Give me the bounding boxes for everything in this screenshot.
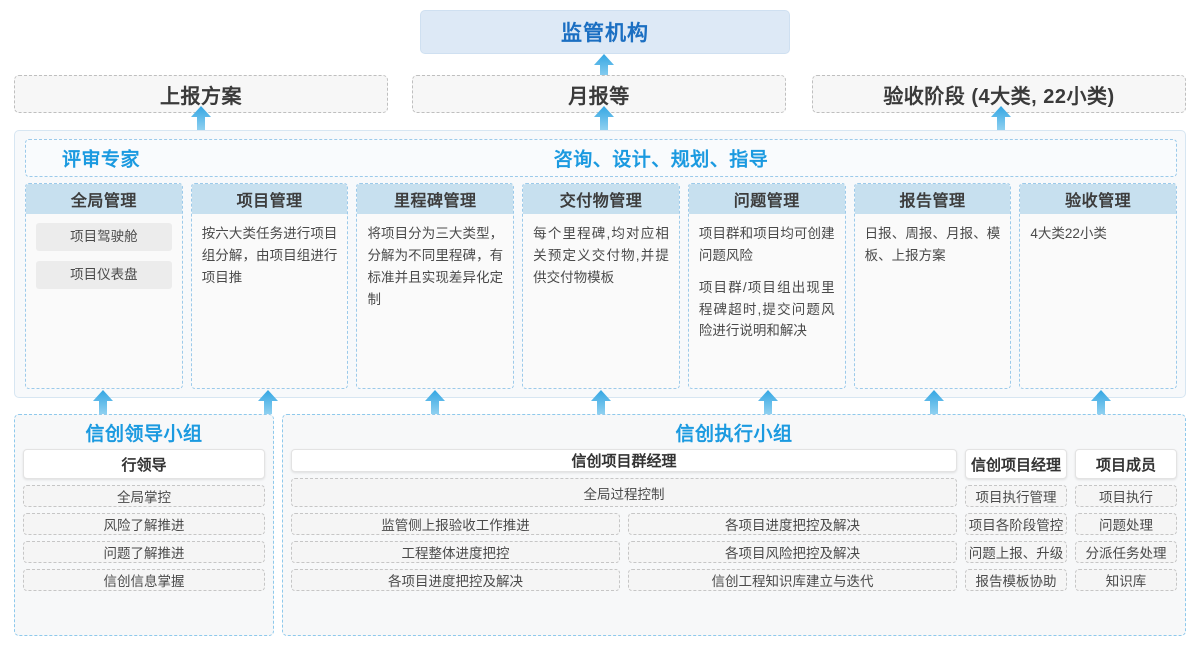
column-paragraph: 将项目分为三大类型，分解为不同里程碑，有标准并且实现差异化定制 [367, 226, 504, 307]
column-paragraph: 4大类22小类 [1030, 226, 1107, 241]
list-item[interactable]: 全局过程控制 [291, 478, 957, 507]
list-item[interactable]: 知识库 [1075, 569, 1177, 591]
lane-program-manager: 信创项目群经理 全局过程控制 监管侧上报验收工作推进 工程整体进度把控 各项目进… [291, 449, 957, 591]
consulting-label: 咨询、设计、规划、指导 [553, 149, 769, 171]
list-item[interactable]: 问题处理 [1075, 513, 1177, 535]
top-box-1-label: 月报等 [568, 85, 630, 108]
arrow-up-icon [257, 390, 279, 414]
lane-columns: 监管侧上报验收工作推进 工程整体进度把控 各项目进度把控及解决 各项目进度把控及… [291, 513, 957, 591]
arrow-up-icon [593, 54, 615, 78]
lane-column-left: 监管侧上报验收工作推进 工程整体进度把控 各项目进度把控及解决 [291, 513, 620, 591]
list-item[interactable]: 报告模板协助 [965, 569, 1067, 591]
column-deliverable-management[interactable]: 交付物管理 每个里程碑,均对应相关预定义交付物,并提供交付物模板 [522, 183, 680, 389]
list-item[interactable]: 全局掌控 [23, 485, 265, 507]
group-executor-title: 信创执行小组 [675, 424, 793, 445]
list-item[interactable]: 分派任务处理 [1075, 541, 1177, 563]
column-title: 全局管理 [26, 184, 182, 214]
column-project-management[interactable]: 项目管理 按六大类任务进行项目组分解，由项目组进行项目推 [190, 183, 349, 389]
group-executor: 信创执行小组 信创项目群经理 全局过程控制 监管侧上报验收工作推进 工程整体进度… [282, 414, 1186, 636]
lane-project-manager: 信创项目经理 项目执行管理 项目各阶段管控 问题上报、升级 报告模板协助 [965, 449, 1067, 591]
column-body: 每个里程碑,均对应相关预定义交付物,并提供交付物模板 [523, 214, 679, 388]
chip-item[interactable]: 项目仪表盘 [36, 261, 172, 289]
column-body: 将项目分为三大类型，分解为不同里程碑，有标准并且实现差异化定制 [357, 214, 513, 388]
column-paragraph: 日报、周报、月报、模板、上报方案 [864, 226, 1001, 263]
column-body: 按六大类任务进行项目组分解，由项目组进行项目推 [192, 214, 348, 388]
column-title: 项目管理 [191, 184, 348, 214]
top-box-1: 月报等 [412, 75, 786, 113]
column-report-management[interactable]: 报告管理 日报、周报、月报、模板、上报方案 [853, 183, 1012, 389]
regulator-label: 监管机构 [561, 22, 649, 45]
column-paragraph: 项目群/项目组出现里程碑超时,提交问题风险进行说明和解决 [698, 279, 835, 339]
lane-column-right: 各项目进度把控及解决 各项目风险把控及解决 信创工程知识库建立与迭代 [628, 513, 957, 591]
lane-head: 信创项目经理 [965, 449, 1067, 479]
group-leader: 信创领导小组 行领导 全局掌控 风险了解推进 问题了解推进 信创信息掌握 [14, 414, 274, 636]
top-box-2: 验收阶段 (4大类, 22小类) [812, 75, 1186, 113]
list-item[interactable]: 问题上报、升级 [965, 541, 1067, 563]
lane-head: 行领导 [23, 449, 265, 479]
review-expert-label: 评审专家 [62, 149, 141, 171]
arrow-up-icon [590, 390, 612, 414]
top-box-2-label: 验收阶段 (4大类, 22小类) [883, 85, 1115, 108]
list-item[interactable]: 各项目进度把控及解决 [291, 569, 620, 591]
list-item[interactable]: 各项目风险把控及解决 [628, 541, 957, 563]
group-leader-title: 信创领导小组 [85, 424, 203, 445]
arrow-up-icon [92, 390, 114, 414]
column-title: 交付物管理 [523, 184, 679, 214]
lane-head: 信创项目群经理 [291, 449, 957, 472]
column-paragraph: 按六大类任务进行项目组分解，由项目组进行项目推 [201, 226, 338, 285]
lane-bank-leader: 行领导 全局掌控 风险了解推进 问题了解推进 信创信息掌握 [23, 449, 265, 591]
arrow-up-icon [990, 106, 1012, 130]
arrow-up-icon [757, 390, 779, 414]
column-body: 项目驾驶舱 项目仪表盘 [26, 214, 182, 388]
column-paragraph: 每个里程碑,均对应相关预定义交付物,并提供交付物模板 [533, 226, 669, 285]
column-global-management[interactable]: 全局管理 项目驾驶舱 项目仪表盘 [25, 183, 183, 389]
executor-lanes: 信创项目群经理 全局过程控制 监管侧上报验收工作推进 工程整体进度把控 各项目进… [291, 449, 1177, 591]
arrow-up-icon [190, 106, 212, 130]
lane-project-member: 项目成员 项目执行 问题处理 分派任务处理 知识库 [1075, 449, 1177, 591]
chip-item[interactable]: 项目驾驶舱 [36, 223, 172, 251]
column-body: 4大类22小类 [1020, 214, 1176, 388]
column-title: 问题管理 [688, 184, 845, 214]
list-item[interactable]: 项目执行管理 [965, 485, 1067, 507]
regulator-box: 监管机构 [420, 10, 790, 54]
column-title: 验收管理 [1020, 184, 1177, 214]
list-item[interactable]: 工程整体进度把控 [291, 541, 620, 563]
list-item[interactable]: 信创工程知识库建立与迭代 [628, 569, 957, 591]
list-item[interactable]: 监管侧上报验收工作推进 [291, 513, 620, 535]
column-title: 报告管理 [854, 184, 1011, 214]
list-item[interactable]: 信创信息掌握 [23, 569, 265, 591]
arrow-up-icon [923, 390, 945, 414]
column-acceptance-management[interactable]: 验收管理 4大类22小类 [1019, 183, 1178, 389]
bottom-groups: 信创领导小组 行领导 全局掌控 风险了解推进 问题了解推进 信创信息掌握 信创执… [14, 414, 1186, 636]
top-box-0-label: 上报方案 [160, 85, 242, 108]
column-body: 项目群和项目均可创建问题风险 项目群/项目组出现里程碑超时,提交问题风险进行说明… [689, 214, 845, 388]
column-body: 日报、周报、月报、模板、上报方案 [855, 214, 1011, 388]
list-item[interactable]: 项目各阶段管控 [965, 513, 1067, 535]
column-issue-management[interactable]: 问题管理 项目群和项目均可创建问题风险 项目群/项目组出现里程碑超时,提交问题风… [687, 183, 846, 389]
arrow-up-icon [1090, 390, 1112, 414]
consulting-panel-header: 评审专家 咨询、设计、规划、指导 [25, 139, 1177, 177]
management-columns: 全局管理 项目驾驶舱 项目仪表盘 项目管理 按六大类任务进行项目组分解，由项目组… [25, 183, 1178, 389]
arrow-up-icon [424, 390, 446, 414]
list-item[interactable]: 项目执行 [1075, 485, 1177, 507]
top-box-0: 上报方案 [14, 75, 388, 113]
column-paragraph: 项目群和项目均可创建问题风险 [698, 226, 835, 263]
lane-head: 项目成员 [1075, 449, 1177, 479]
arrow-up-icon [593, 106, 615, 130]
column-title: 里程碑管理 [357, 184, 514, 214]
consulting-panel: 评审专家 咨询、设计、规划、指导 全局管理 项目驾驶舱 项目仪表盘 项目管理 按… [14, 130, 1186, 398]
column-milestone-management[interactable]: 里程碑管理 将项目分为三大类型，分解为不同里程碑，有标准并且实现差异化定制 [356, 183, 515, 389]
list-item[interactable]: 风险了解推进 [23, 513, 265, 535]
list-item[interactable]: 各项目进度把控及解决 [628, 513, 957, 535]
list-item[interactable]: 问题了解推进 [23, 541, 265, 563]
